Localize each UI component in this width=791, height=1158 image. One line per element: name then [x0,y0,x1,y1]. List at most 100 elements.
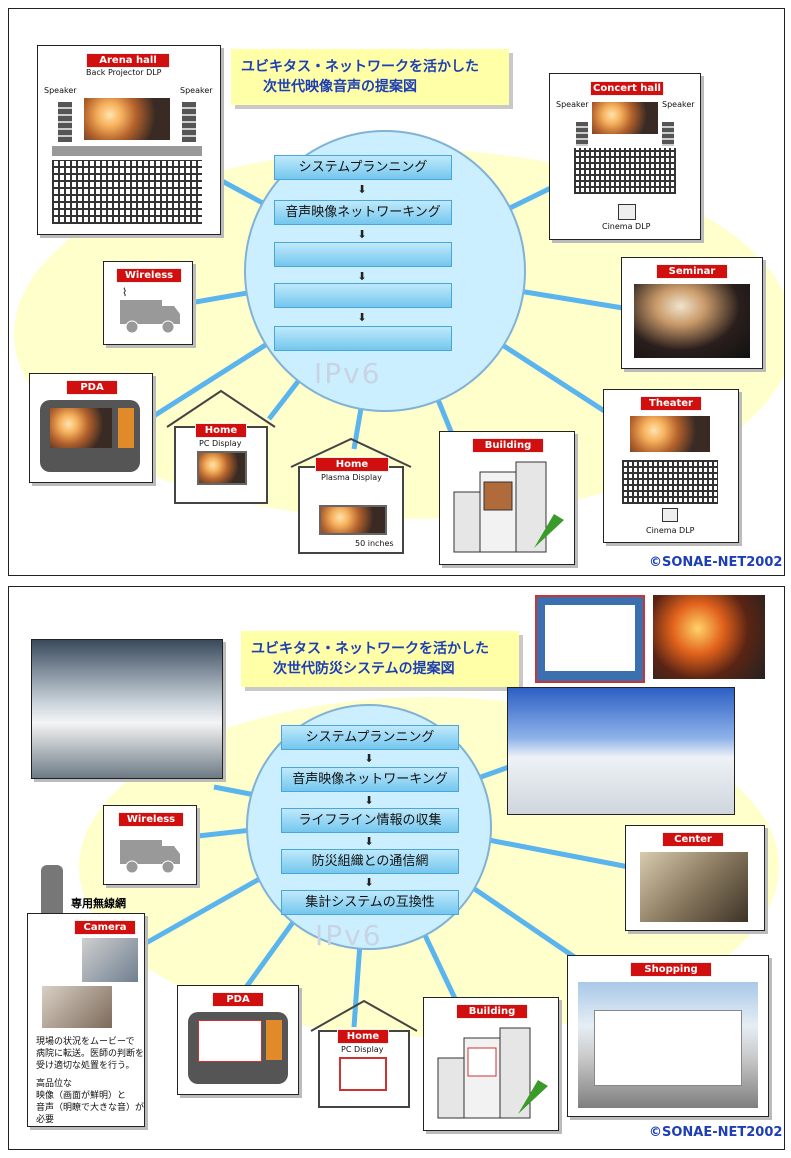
pc-display-label: PC Display [199,439,242,448]
building-label: Building [456,1004,528,1019]
pda-node[interactable]: PDA [29,373,153,483]
step-arrow: ⬇ [364,876,374,889]
pda-label: PDA [66,380,118,395]
building-node[interactable]: Building [439,431,575,565]
home-theater-label: Home theater [315,457,389,483]
building-icon [437,1027,548,1119]
theater-screen-image [630,416,710,452]
wireless-lan-label: Wireless LAN [116,268,182,294]
seminar-label: Seminar [656,264,728,279]
seating-icon [622,460,718,504]
arena-hall-label: Arena hall [86,53,170,68]
building-label: Building [472,438,544,453]
wireless-lan-node[interactable]: Wireless LAN ⌇ [103,261,193,345]
building-node[interactable]: Building [423,997,559,1131]
fire-photo [653,595,765,679]
camera-node[interactable]: Camera 現場の状況をムービーで 病院に転送。医師の判断を 受け適切な処置を… [27,913,145,1127]
dedicated-radio-label: 専用無線網 [71,897,126,910]
pda-device-icon [40,400,140,472]
step-arrow: ⬇ [357,311,367,324]
hub-label: IPv6 [314,357,382,390]
hospital-photo [507,687,735,815]
wireless-lan-label: Wireless LAN [118,812,184,838]
seating-icon [574,148,676,194]
concert-hall-node[interactable]: Concert hall Speaker Speaker Cinema DLP [549,73,701,240]
screen-size-label: 50 inches [355,539,394,548]
pc-display-icon [339,1057,387,1091]
projector-label: Back Projector DLP [86,68,162,77]
stage-screen-image [592,102,658,134]
seminar-node[interactable]: Seminar [621,257,763,369]
step-4 [274,283,452,308]
home-label: Home [195,423,247,438]
projector-icon [662,508,678,522]
copyright: ©SONAE-NET2002 [649,555,783,570]
theater-label: Theater [640,396,702,411]
van-icon [120,300,180,334]
home-theater-node[interactable] [287,437,415,557]
medical-photo [42,986,112,1028]
stage-screen-image [84,98,170,140]
control-room-photo [31,639,223,779]
shopping-mall-node[interactable]: Shopping mall [567,955,769,1117]
plasma-display-label: Plasma Display [321,473,382,482]
pda-device-icon [188,1012,288,1084]
step-2: 音声映像ネットワーキング [274,200,452,225]
step-arrow: ⬇ [364,794,374,807]
seminar-photo [634,284,750,358]
center-node[interactable]: Center [625,825,765,931]
av-network-panel: ユビキタス・ネットワークを活かした 次世代映像音声の提案図 システムプランニング… [8,8,785,576]
speaker-label: Speaker [180,86,213,95]
mall-map-photo [578,982,758,1108]
camera-label: Camera [74,920,136,935]
copyright: ©SONAE-NET2002 [649,1125,783,1140]
antenna-icon: ⌇ [122,286,128,299]
pda-node[interactable]: PDA [177,985,299,1095]
hub-label: IPv6 [315,919,383,952]
step-arrow: ⬇ [364,835,374,848]
step-5 [274,326,452,351]
cinema-dlp-label: Cinema DLP [602,222,651,231]
step-arrow: ⬇ [357,228,367,241]
projector-icon [618,204,636,220]
concert-hall-label: Concert hall [590,81,664,96]
step-1: システムプランニング [274,155,452,180]
disaster-prevention-panel: ユビキタス・ネットワークを活かした 次世代防災システムの提案図 システムプランニ… [8,586,785,1150]
map-screen-photo [535,595,645,683]
shopping-mall-label: Shopping mall [630,962,712,988]
plasma-display-icon [319,505,387,535]
center-label: Center [662,832,724,847]
seating-icon [52,160,202,224]
building-icon [453,461,564,553]
van-icon [120,840,180,874]
pda-label: PDA [212,992,264,1007]
cinema-dlp-label: Cinema DLP [646,526,695,535]
speaker-icon [58,102,72,142]
home-label: Home [337,1029,389,1044]
step-3 [274,242,452,267]
step-arrow: ⬇ [357,270,367,283]
speaker-icon [576,122,588,146]
pc-display-icon [197,451,247,485]
step-1: システムプランニング [281,725,459,750]
arena-hall-node[interactable]: Arena hall Back Projector DLP Speaker Sp… [37,45,221,235]
step-4: 防災組織との通信網 [281,849,459,874]
center-photo [640,852,748,922]
speaker-icon [662,122,674,146]
theater-node[interactable]: Theater Cinema DLP [603,389,739,543]
speaker-icon [182,102,196,142]
step-5: 集計システムの互換性 [281,890,459,915]
diagram-title: ユビキタス・ネットワークを活かした 次世代映像音声の提案図 [231,49,509,105]
wireless-lan-node[interactable]: Wireless LAN [103,805,197,885]
step-2: 音声映像ネットワーキング [281,767,459,792]
speaker-label: Speaker [662,100,695,109]
step-3: ライフライン情報の収集 [281,808,459,833]
stage-icon [52,146,202,156]
speaker-label: Speaker [44,86,77,95]
field-photo [82,938,138,982]
speaker-label: Speaker [556,100,589,109]
camera-notes: 現場の状況をムービーで 病院に転送。医師の判断を 受け適切な処置を行う。 高品位… [36,1037,145,1125]
step-arrow: ⬇ [364,752,374,765]
pc-display-label: PC Display [341,1045,384,1054]
diagram-title: ユビキタス・ネットワークを活かした 次世代防災システムの提案図 [241,631,519,687]
